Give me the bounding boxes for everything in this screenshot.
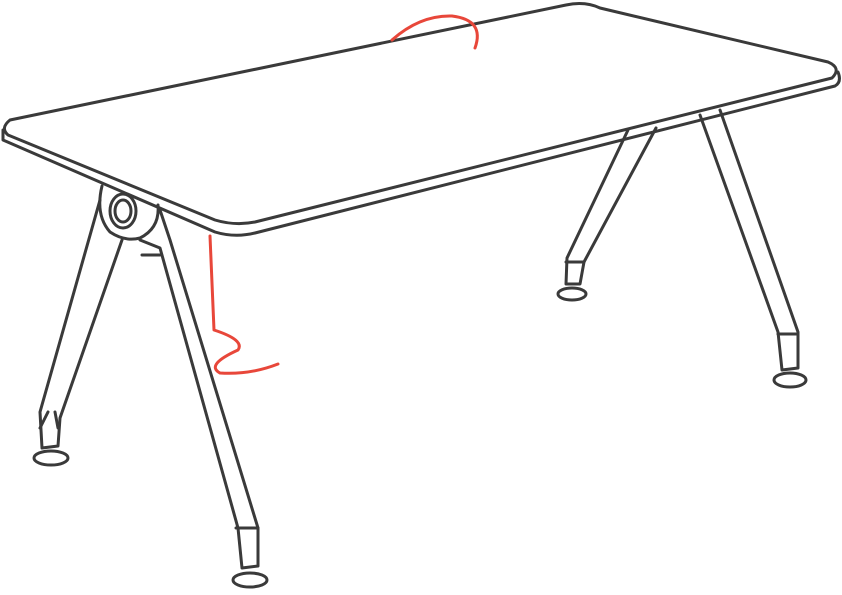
front-left-inner-leg xyxy=(138,208,260,570)
leg-joint xyxy=(38,410,60,430)
back-right-leg xyxy=(698,108,800,372)
cable-top xyxy=(390,14,479,50)
foot-back-right xyxy=(772,371,808,389)
tabletop-surface xyxy=(3,2,838,226)
cable-grommet xyxy=(108,192,138,230)
cable-grommet-inner xyxy=(113,198,133,224)
back-left-leg xyxy=(564,126,658,286)
foot-front-left xyxy=(32,449,70,467)
foot-front-right xyxy=(231,571,269,589)
tabletop-edge xyxy=(1,70,841,237)
foot-back-left xyxy=(556,286,588,302)
front-left-outer-leg xyxy=(38,198,124,450)
cable-hanging xyxy=(208,234,280,375)
front-left-leg-hub xyxy=(98,184,160,241)
cable xyxy=(208,14,479,375)
leg-joint xyxy=(140,253,260,530)
